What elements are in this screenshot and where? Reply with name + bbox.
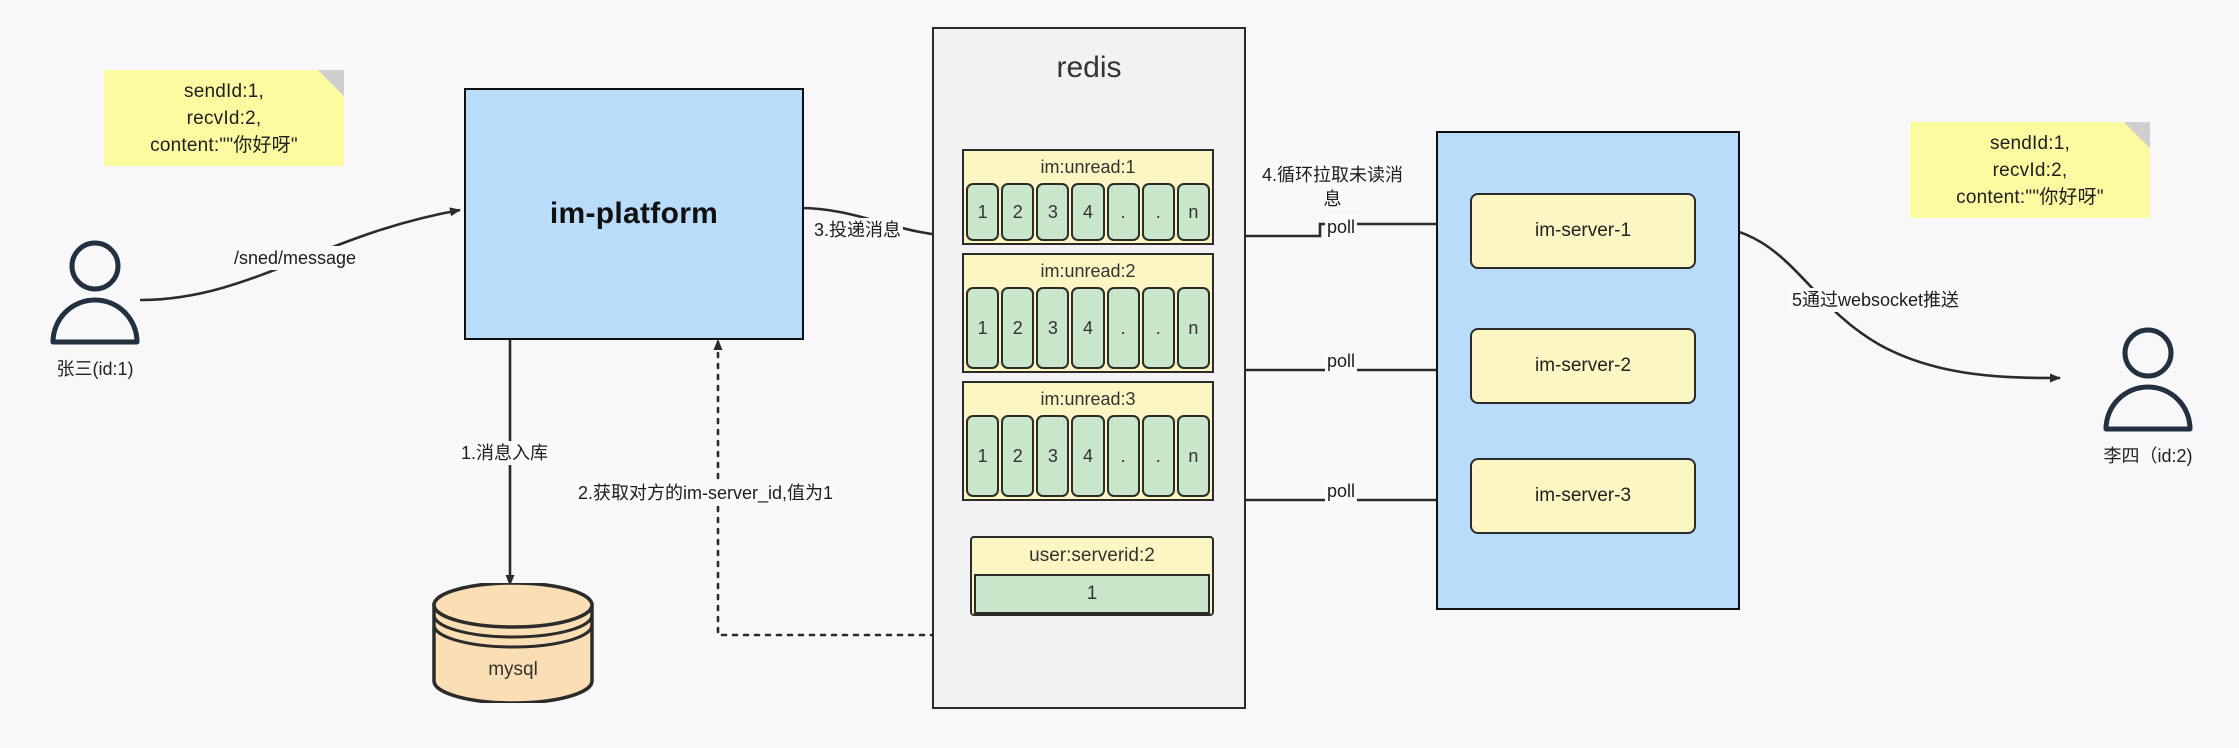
note-left-text: sendId:1, recvId:2, content:""你好呀" xyxy=(150,80,298,156)
redis-cell[interactable]: . xyxy=(1141,415,1175,497)
edge-label-poll-1: poll xyxy=(1325,215,1358,239)
person-icon xyxy=(2103,327,2193,432)
redis-list-cells: 1 2 3 4 . . n xyxy=(964,183,1212,243)
redis-cell[interactable]: 4 xyxy=(1071,415,1105,497)
im-server-3-label: im-server-3 xyxy=(1534,485,1632,506)
im-server-2-node[interactable]: im-server-2 xyxy=(1470,328,1696,404)
edge-label-send-message: /sned/message xyxy=(232,246,359,270)
note-right: sendId:1, recvId:2, content:""你好呀" xyxy=(1910,122,2150,218)
note-left: sendId:1, recvId:2, content:""你好呀" xyxy=(104,70,344,166)
redis-cell[interactable]: . xyxy=(1106,415,1140,497)
redis-list-im-unread-1[interactable]: im:unread:1 1 2 3 4 . . n xyxy=(962,149,1214,245)
redis-cell[interactable]: 1 xyxy=(966,183,1000,241)
database-cylinder-icon: mysql xyxy=(432,581,594,705)
actor-sender: 张三(id:1) xyxy=(35,238,155,381)
im-platform-label: im-platform xyxy=(549,197,719,230)
im-server-2-label: im-server-2 xyxy=(1534,355,1632,376)
note-right-text: sendId:1, recvId:2, content:""你好呀" xyxy=(1956,132,2104,208)
redis-title: redis xyxy=(1056,51,1122,84)
edge-label-step5: 5通过websocket推送 xyxy=(1790,288,1962,312)
redis-list-im-unread-2[interactable]: im:unread:2 1 2 3 4 . . n xyxy=(962,253,1214,373)
edge-label-step4: 4.循环拉取未读消 息 xyxy=(1258,163,1407,211)
redis-cell[interactable]: . xyxy=(1141,183,1175,241)
im-server-3-node[interactable]: im-server-3 xyxy=(1470,458,1696,534)
edge-label-step3: 3.投递消息 xyxy=(812,218,904,242)
redis-list-cells: 1 2 3 4 . . n xyxy=(964,415,1212,499)
redis-list-key: im:unread:2 xyxy=(1040,260,1136,281)
redis-cell[interactable]: 1 xyxy=(966,415,1000,497)
redis-cell[interactable]: . xyxy=(1106,183,1140,241)
redis-cell[interactable]: 3 xyxy=(1036,415,1070,497)
redis-cell[interactable]: 2 xyxy=(1001,183,1035,241)
mysql-label: mysql xyxy=(488,659,538,680)
redis-cell[interactable]: 4 xyxy=(1071,183,1105,241)
redis-kv-value: 1 xyxy=(974,574,1210,614)
redis-list-key: im:unread:3 xyxy=(1040,388,1136,409)
redis-cell[interactable]: 2 xyxy=(1001,287,1035,369)
actor-receiver: 李四（id:2) xyxy=(2088,325,2208,468)
redis-cell[interactable]: . xyxy=(1141,287,1175,369)
im-server-1-label: im-server-1 xyxy=(1534,220,1632,241)
redis-cell[interactable]: n xyxy=(1176,287,1210,369)
redis-cell[interactable]: 3 xyxy=(1036,183,1070,241)
person-icon xyxy=(50,240,140,345)
redis-cell[interactable]: 4 xyxy=(1071,287,1105,369)
note-fold-icon xyxy=(318,70,344,96)
redis-cell[interactable]: n xyxy=(1176,415,1210,497)
im-server-cluster: im-server-1 im-server-2 im-server-3 xyxy=(1436,131,1740,610)
redis-cell[interactable]: 2 xyxy=(1001,415,1035,497)
redis-list-key: im:unread:1 xyxy=(1040,156,1136,177)
mysql-database[interactable]: mysql xyxy=(430,581,596,705)
actor-sender-label: 张三(id:1) xyxy=(56,359,134,379)
redis-cell[interactable]: 1 xyxy=(966,287,1000,369)
redis-container: redis im:unread:1 1 2 3 4 . . n im:unrea… xyxy=(932,27,1246,709)
edge-label-poll-3: poll xyxy=(1325,479,1358,503)
actor-receiver-label: 李四（id:2) xyxy=(2103,446,2193,466)
edge-label-poll-2: poll xyxy=(1325,349,1358,373)
redis-kv-user-serverid[interactable]: user:serverid:2 1 xyxy=(970,536,1214,616)
edge-label-step2: 2.获取对方的im-server_id,值为1 xyxy=(576,481,836,505)
redis-cell[interactable]: 3 xyxy=(1036,287,1070,369)
im-server-1-node[interactable]: im-server-1 xyxy=(1470,193,1696,269)
note-fold-icon xyxy=(2124,122,2150,148)
redis-cell[interactable]: . xyxy=(1106,287,1140,369)
redis-cell[interactable]: n xyxy=(1176,183,1210,241)
redis-list-im-unread-3[interactable]: im:unread:3 1 2 3 4 . . n xyxy=(962,381,1214,501)
redis-kv-key: user:serverid:2 xyxy=(1029,545,1155,566)
redis-list-cells: 1 2 3 4 . . n xyxy=(964,287,1212,371)
edge-label-step1: 1.消息入库 xyxy=(459,441,551,465)
im-platform-box[interactable]: im-platform xyxy=(464,88,804,340)
